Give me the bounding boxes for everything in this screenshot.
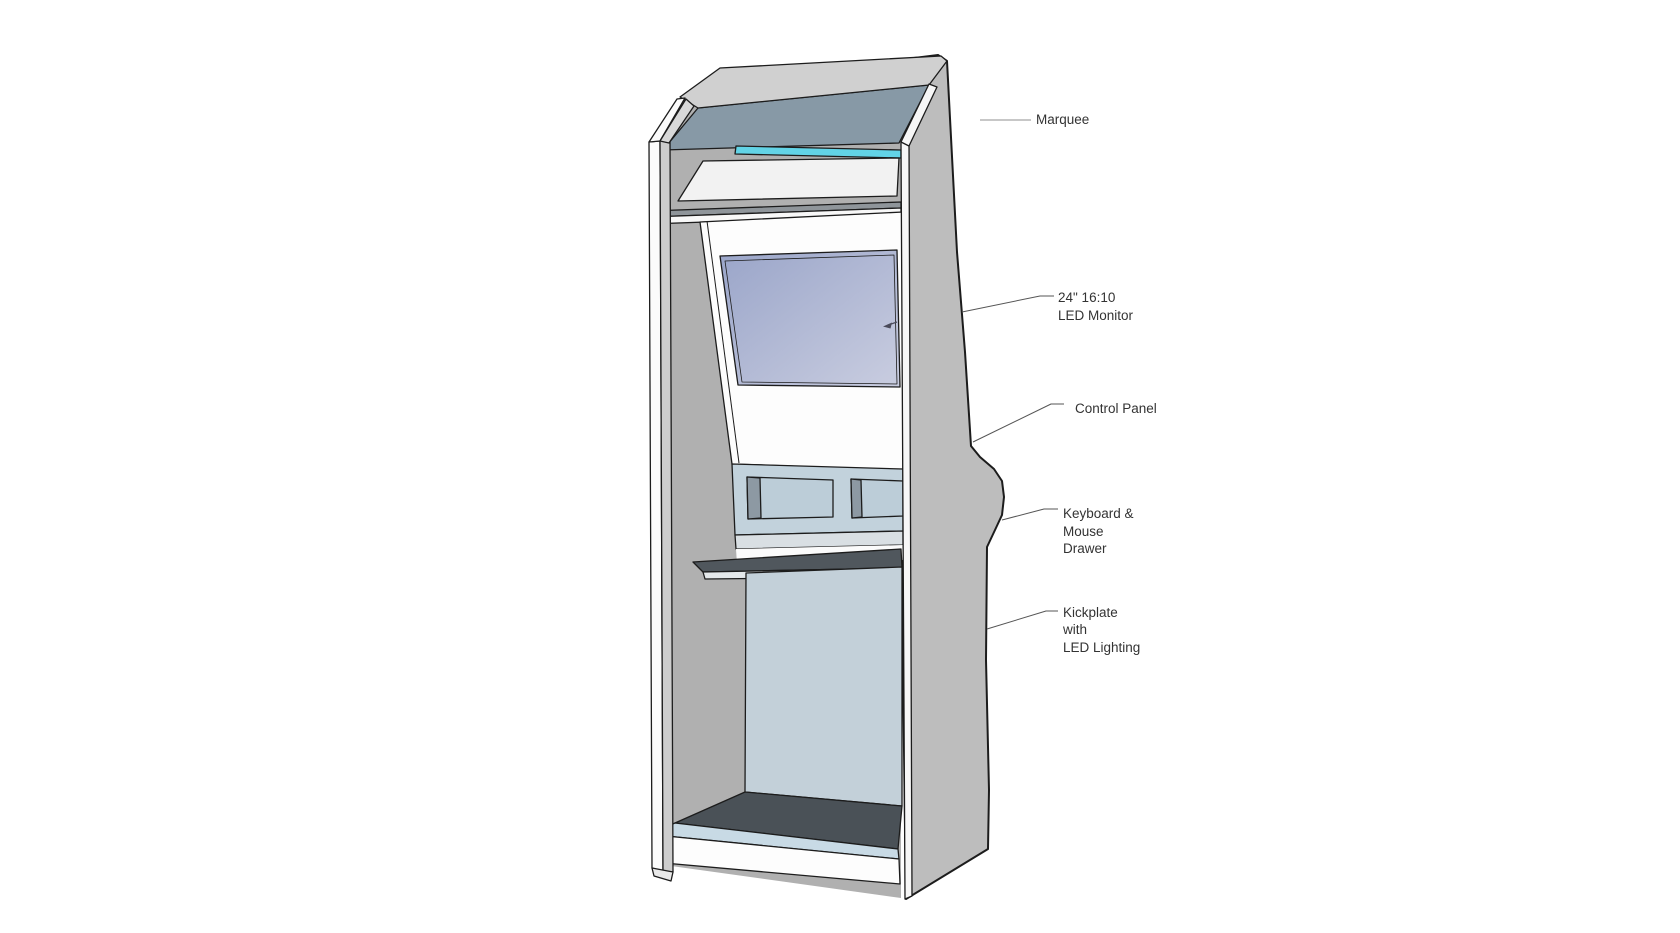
keyboard-drawer-label-line3: Drawer — [1063, 541, 1107, 556]
monitor-screen — [719, 249, 901, 388]
drawer-opening-left-inner-face — [746, 476, 762, 520]
keyboard-drawer-leader-line — [1001, 508, 1058, 521]
keyboard-drawer-label-line1: Keyboard & — [1063, 506, 1134, 521]
monitor-label-line2: LED Monitor — [1058, 308, 1134, 323]
monitor-bezel-edge-line — [706, 220, 740, 464]
speaker-panel — [677, 157, 900, 202]
left-panel-foot — [651, 867, 674, 882]
cursor-head — [883, 322, 892, 329]
left-frame-inner-strip — [659, 139, 674, 873]
left-frame-top-diagonal-inner — [659, 98, 695, 144]
kickplate-label-line2: with — [1062, 622, 1087, 637]
left-frame-top-diagonal — [648, 97, 686, 143]
control-panel-leader-line — [972, 403, 1064, 443]
keyboard-drawer-label-line2: Mouse — [1063, 524, 1104, 539]
cabinet-roof — [679, 55, 948, 109]
screen-cursor-icon — [883, 321, 898, 329]
drawer-opening-right-inner-face — [850, 478, 863, 519]
monitor-screen-inner-line — [724, 254, 898, 385]
kickplate-leader-line — [986, 610, 1058, 630]
annotation-labels: Marquee 24" 16:10 LED Monitor Control Pa… — [1036, 112, 1157, 655]
leader-lines — [961, 295, 1064, 630]
kickplate-label-line1: Kickplate — [1063, 605, 1118, 620]
monitor-leader-line — [961, 295, 1054, 313]
marquee-label: Marquee — [1036, 112, 1089, 127]
cabinet-back-panel — [744, 566, 903, 807]
side-panel-front-edge-top — [900, 83, 938, 147]
control-panel-label: Control Panel — [1075, 401, 1157, 416]
kickplate-label-line3: LED Lighting — [1063, 640, 1140, 655]
monitor-label-line1: 24" 16:10 — [1058, 290, 1115, 305]
